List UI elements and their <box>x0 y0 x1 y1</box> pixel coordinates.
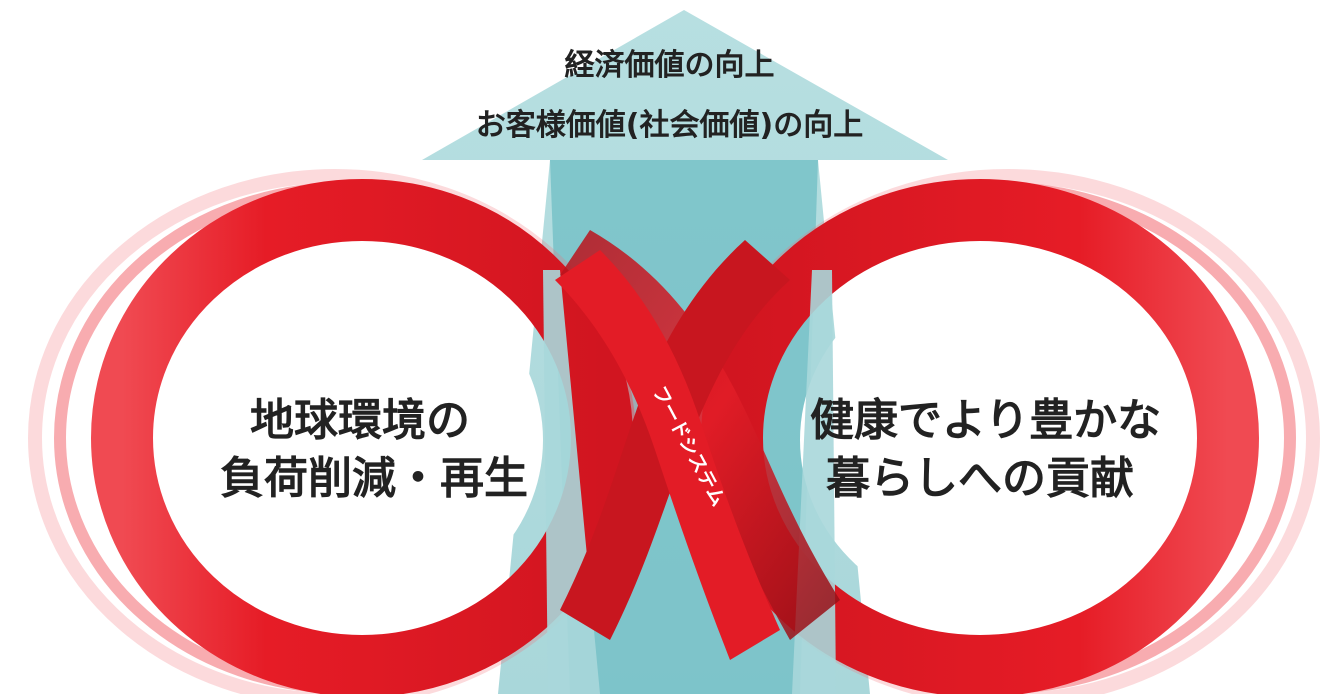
right-circle <box>800 264 1180 616</box>
left-circle <box>167 264 543 616</box>
left-ribbon-loop <box>91 179 633 694</box>
arrow-label-line2: お客様価値(社会価値)の向上 <box>475 108 864 143</box>
right-circle-label-line1: 健康でより豊かな <box>810 395 1162 446</box>
arrow-label-line1: 経済価値の向上 <box>564 48 775 83</box>
left-circle-label-line1: 地球環境の <box>250 395 470 446</box>
right-circle-label-line2: 暮らしへの貢献 <box>826 453 1134 504</box>
left-circle-label-line2: 負荷削減・再生 <box>220 453 528 504</box>
